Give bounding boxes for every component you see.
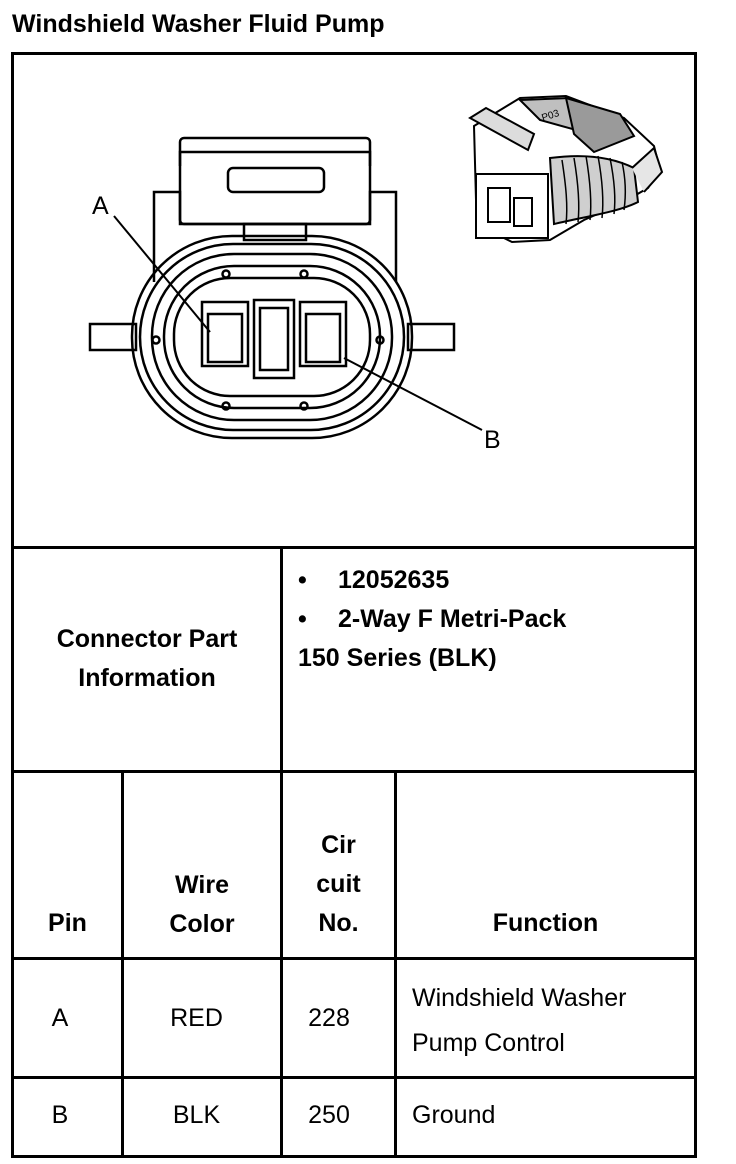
row-a-function-line2: Pump Control xyxy=(412,1029,565,1057)
row-a-function-line1: Windshield Washer xyxy=(412,984,627,1012)
header-wire-color-line1: Wire xyxy=(175,871,229,899)
part-number: 12052635 xyxy=(338,566,450,594)
header-circuit-line2: cuit xyxy=(316,870,361,898)
header-circuit-line3: No. xyxy=(318,909,359,937)
pin-a-label: A xyxy=(92,192,109,220)
row-a-pin: A xyxy=(51,1004,69,1032)
row-a-circuit: 228 xyxy=(308,1004,350,1032)
connector-info-label-line1: Connector Part xyxy=(56,625,238,653)
frame-top xyxy=(11,52,697,55)
row-b-wire-color: BLK xyxy=(172,1101,221,1129)
divider-connector xyxy=(11,770,697,773)
connector-series: 150 Series (BLK) xyxy=(298,644,497,672)
header-function: Function xyxy=(492,909,599,937)
pin-b-label: B xyxy=(484,426,501,454)
row-b-circuit: 250 xyxy=(308,1101,350,1129)
bullet-dot: • xyxy=(298,605,307,633)
divider-col-info xyxy=(280,546,283,1158)
divider-header xyxy=(11,957,697,960)
connector-type: 2-Way F Metri-Pack xyxy=(338,605,567,633)
frame-bottom xyxy=(11,1155,697,1158)
header-wire-color: Wire Color xyxy=(124,866,280,944)
row-a-function: Windshield Washer Pump Control xyxy=(412,976,692,1066)
frame-right xyxy=(694,52,697,1158)
header-circuit: Cir cuit No. xyxy=(283,826,394,943)
row-b-function: Ground xyxy=(412,1101,496,1129)
page-title: Windshield Washer Fluid Pump xyxy=(12,10,385,38)
bullet-dot: • xyxy=(298,566,307,594)
divider-diagram xyxy=(11,546,697,549)
divider-row-a xyxy=(11,1076,697,1079)
part-number-item: • 12052635 xyxy=(298,566,449,595)
divider-col-circuit xyxy=(394,770,397,1158)
row-a-wire-color: RED xyxy=(170,1004,223,1032)
header-pin: Pin xyxy=(48,909,87,937)
connector-3d-illustration xyxy=(468,94,664,244)
connector-info-label-line2: Information xyxy=(78,664,216,692)
header-circuit-line1: Cir xyxy=(321,831,356,859)
connector-type-item: • 2-Way F Metri-Pack xyxy=(298,605,566,634)
frame-left xyxy=(11,52,14,1158)
connector-diagram: A B P03 xyxy=(88,94,664,454)
divider-col-pin xyxy=(121,770,124,1158)
row-b-pin: B xyxy=(51,1101,69,1129)
clip-marking: P03 xyxy=(540,108,561,124)
connector-face-drawing xyxy=(88,136,483,440)
header-wire-color-line2: Color xyxy=(169,910,235,938)
connector-info-label: Connector Part Information xyxy=(14,620,280,698)
